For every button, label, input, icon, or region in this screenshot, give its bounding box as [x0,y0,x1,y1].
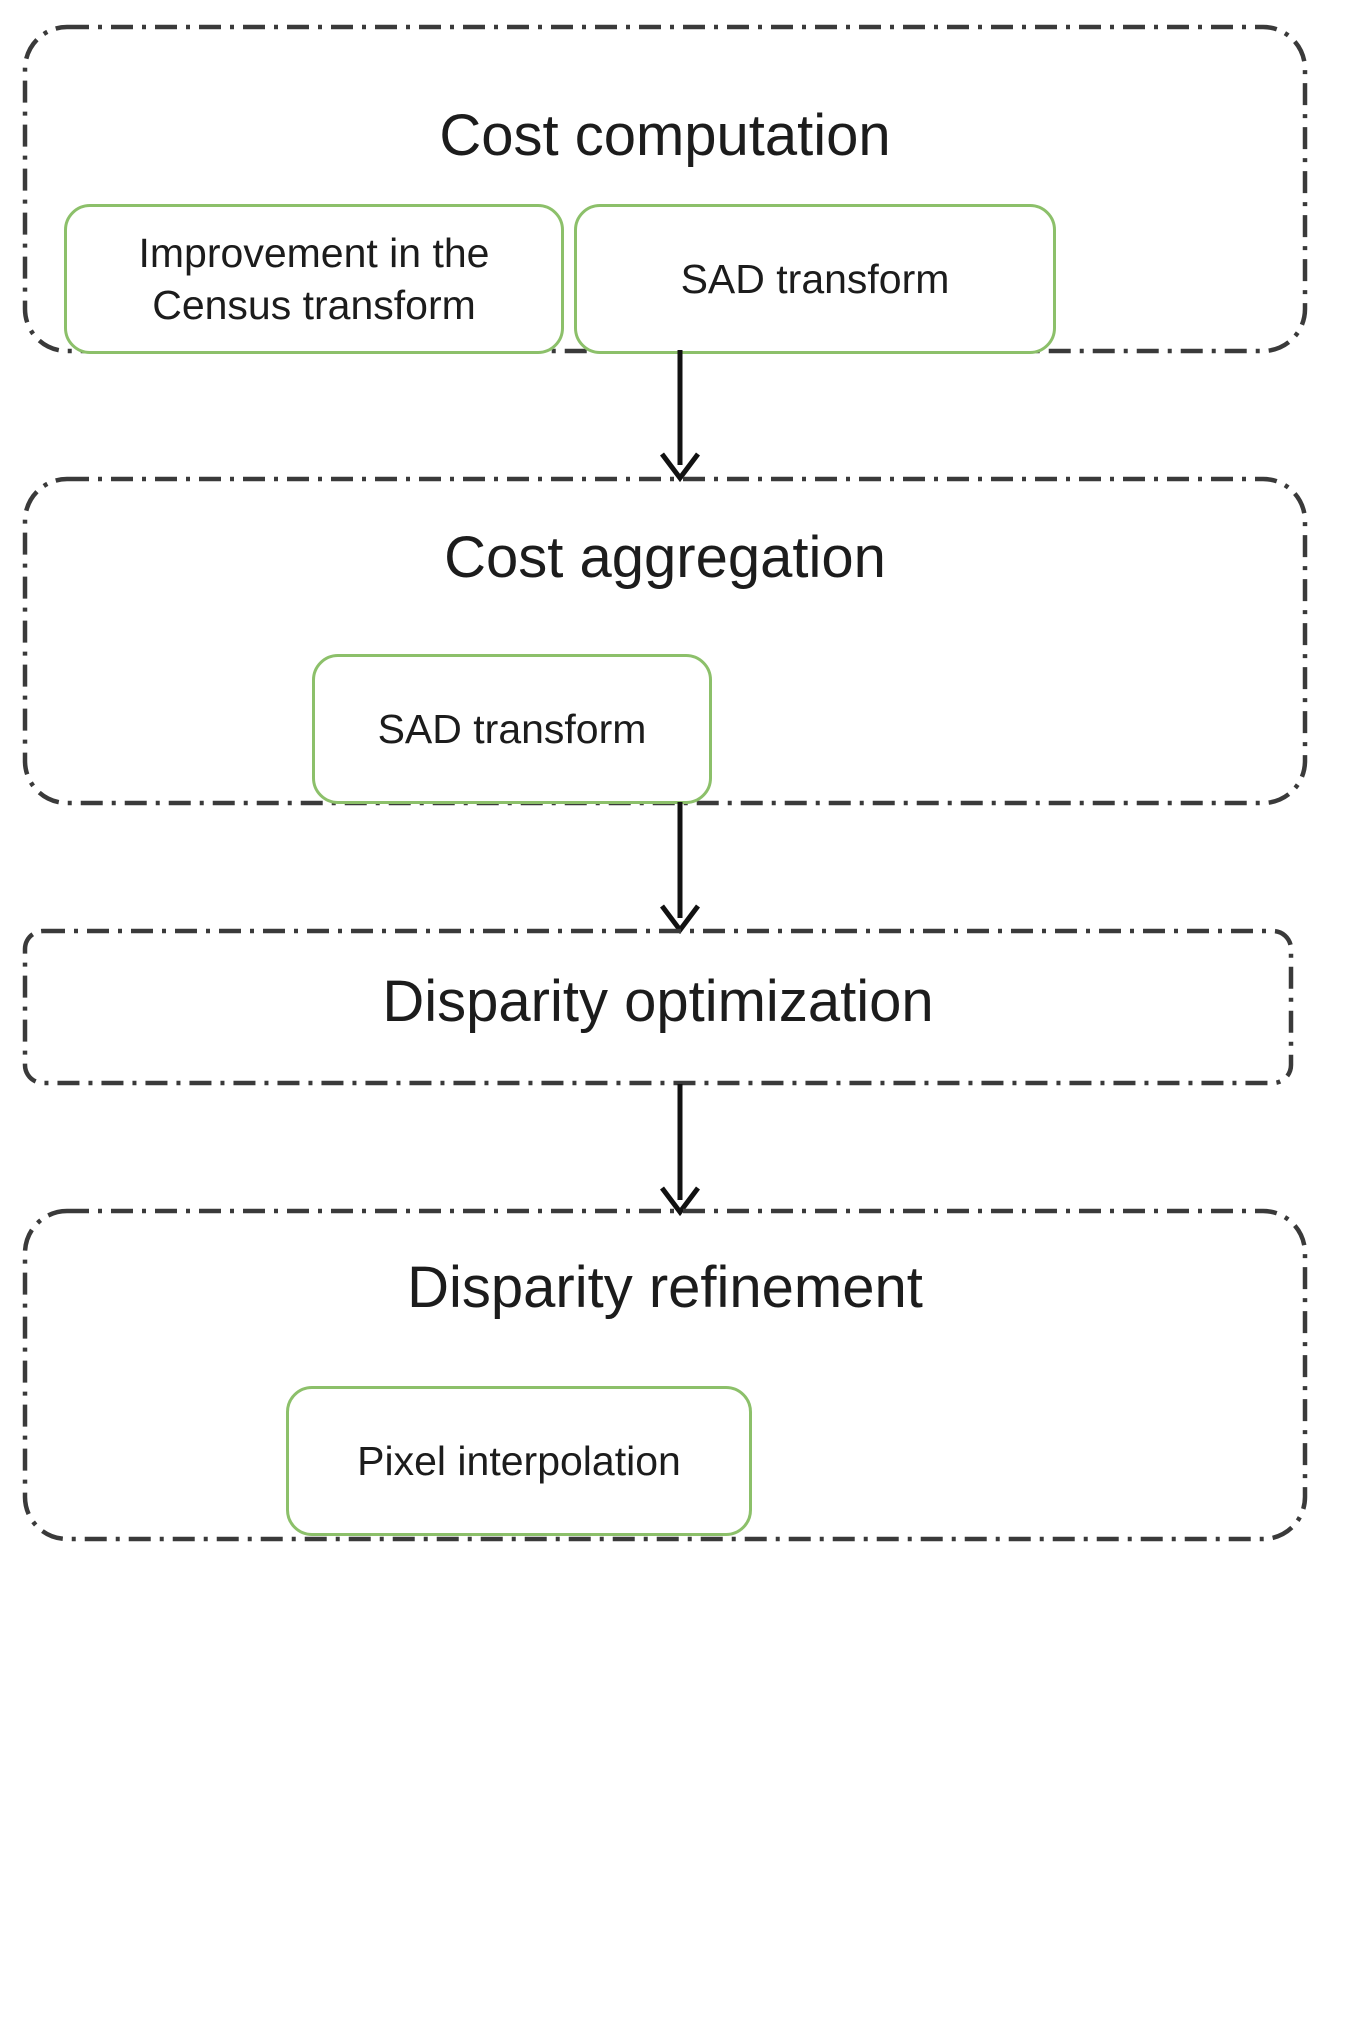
stage-disparity-refinement: Disparity refinement Pixel interpolation [22,1208,1308,1542]
stage-title-cost-aggregation: Cost aggregation [444,525,886,590]
box-improvement-census-transform[interactable]: Improvement in the Census transform [64,204,564,354]
stage-cost-aggregation: Cost aggregation SAD transform [22,476,1308,806]
box-sad-transform-cost-computation[interactable]: SAD transform [574,204,1056,354]
box-pixel-interpolation[interactable]: Pixel interpolation [286,1386,752,1536]
box-sad-transform-cost-aggregation-label: SAD transform [377,705,647,752]
stage-disparity-optimization: Disparity optimization [22,928,1294,1086]
arrow-disparity-optimization-to-disparity-refinement [660,1084,700,1217]
box-pixel-interpolation-label: Pixel interpolation [357,1437,681,1484]
box-improvement-census-transform-label: Improvement in the Census transform [138,229,490,328]
box-sad-transform-cost-aggregation[interactable]: SAD transform [312,654,712,804]
arrow-cost-computation-to-cost-aggregation [660,350,700,483]
stage-cost-computation: Cost computation Improvement in the Cens… [22,24,1308,354]
box-sad-transform-cost-computation-label: SAD transform [680,255,950,302]
stage-title-disparity-refinement: Disparity refinement [407,1255,923,1320]
stage-title-cost-computation: Cost computation [439,103,891,168]
arrow-cost-aggregation-to-disparity-optimization [660,802,700,935]
stage-title-disparity-optimization: Disparity optimization [382,969,934,1034]
